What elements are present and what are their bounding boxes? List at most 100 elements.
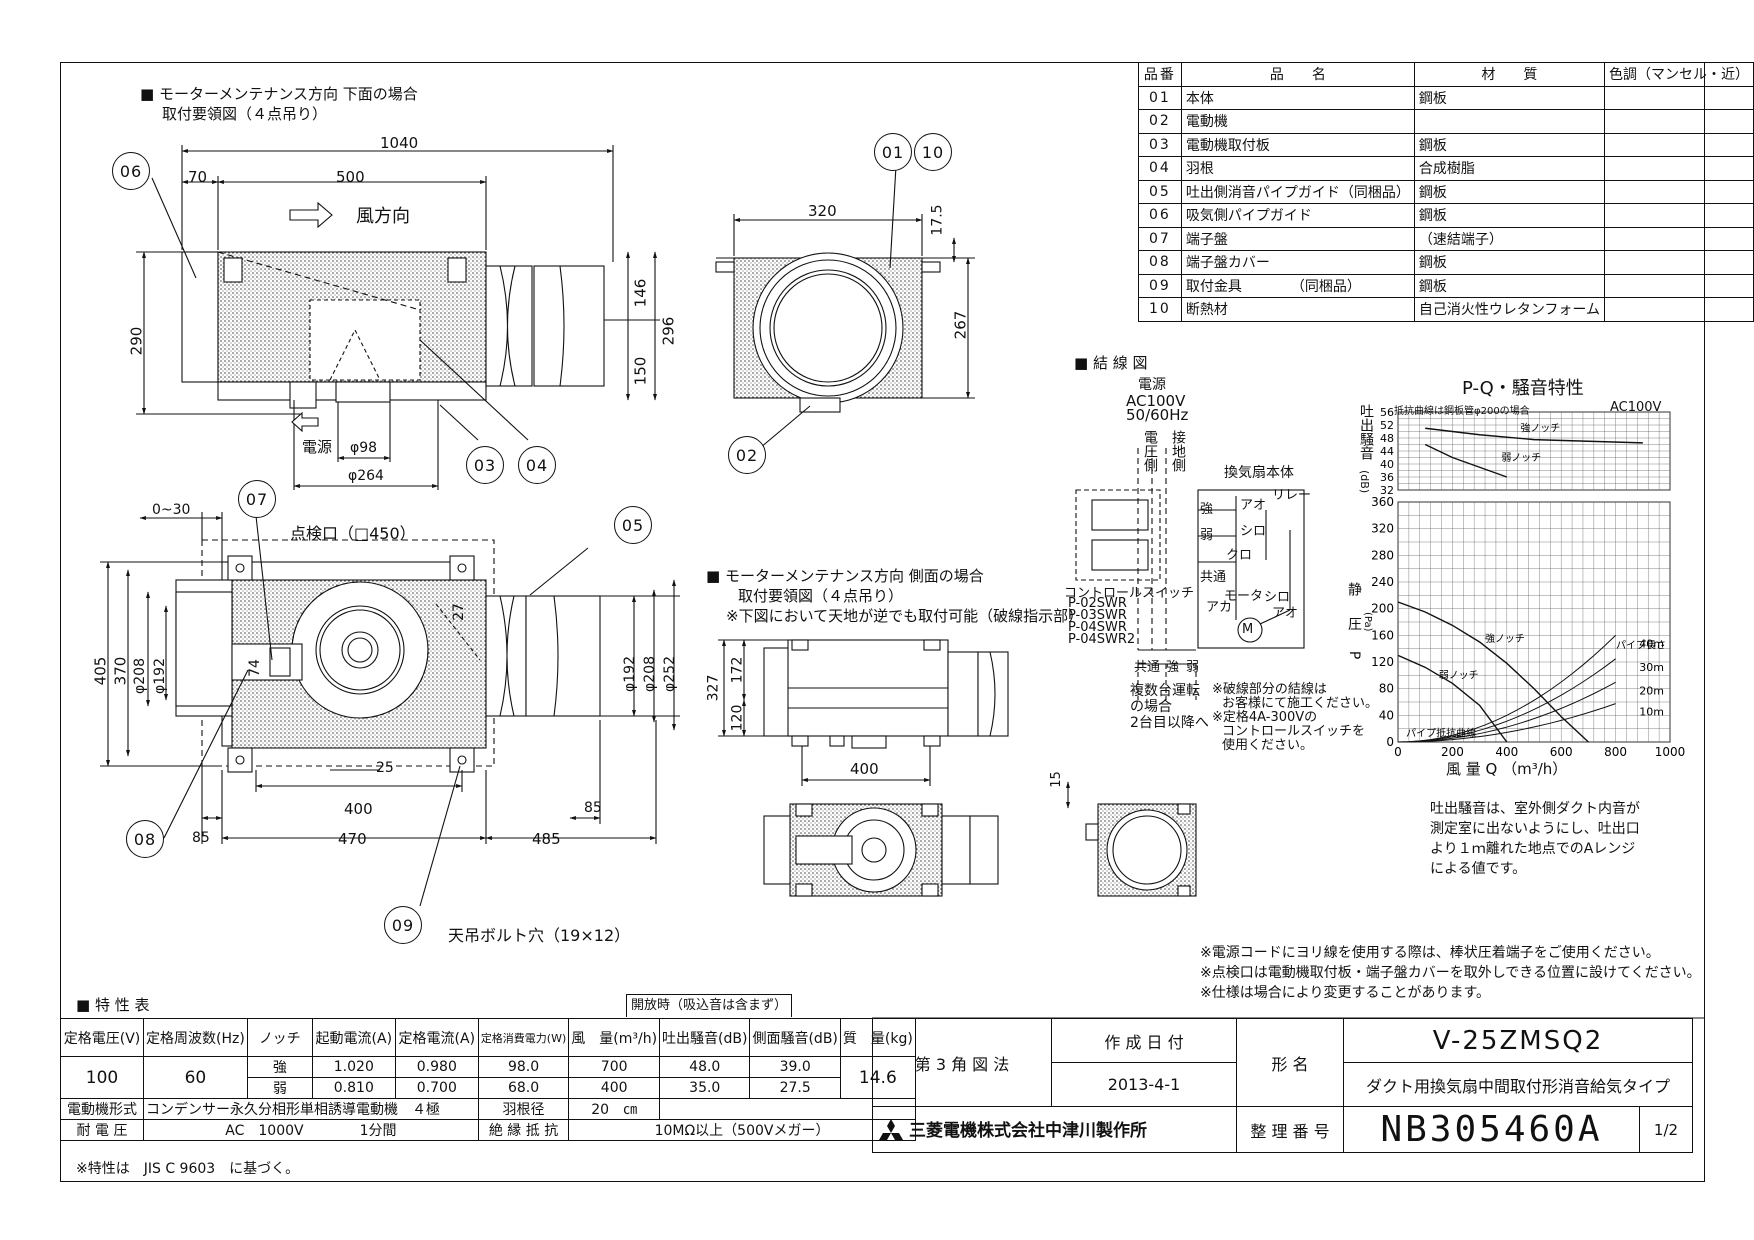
series-label: 弱ノッチ xyxy=(1501,452,1541,464)
spec-title: ■ 特 性 表 xyxy=(76,996,150,1014)
company-cell: 三菱電機株式会社中津川製作所 xyxy=(872,1106,1237,1153)
dim-phi192: φ192 xyxy=(151,658,168,694)
dim-400-side: 400 xyxy=(850,760,879,778)
footer-note: ※点検口は電動機取付板・端子盤カバーを取外しできる位置に設けてください。 xyxy=(1200,965,1701,981)
series-line-noise xyxy=(1424,443,1508,478)
spec-table: 定格電圧(V) 定格周波数(Hz) ノッチ 起動電流(A) 定格電流(A) 定格… xyxy=(60,1018,916,1141)
dim-146: 146 xyxy=(631,278,650,308)
dim-85-right: 85 xyxy=(584,800,602,816)
x-tick-label: 200 xyxy=(1441,745,1464,759)
y-tick-label: 320 xyxy=(1371,522,1394,536)
wiring-note: お客様にて施工ください。 xyxy=(1222,696,1379,711)
switch-title: コントロールスイッチ xyxy=(1064,586,1195,601)
wiring-relay: リレー xyxy=(1272,488,1312,503)
wire-shiro2: シロ xyxy=(1264,590,1291,605)
chart-note: 吐出騒音は、室外側ダクト内音が xyxy=(1430,801,1640,817)
series-label: 強ノッチ xyxy=(1485,632,1525,645)
chart-noise-unit: (dB) xyxy=(1358,470,1371,494)
y-tick-label: 160 xyxy=(1371,628,1394,642)
wiring-hz: 50/60Hz xyxy=(1126,406,1189,424)
y-tick-label: 280 xyxy=(1371,548,1394,562)
series-line-noise xyxy=(1425,427,1643,444)
dim-17-5: 17.5 xyxy=(929,204,946,236)
wiring-note: ※定格4A-300Vの xyxy=(1212,710,1318,725)
bubble-10: 10 xyxy=(914,133,952,171)
pipe-length-label: 30m xyxy=(1639,661,1664,674)
switch-model: P-04SWR2 xyxy=(1068,632,1136,647)
dim-85-left: 85 xyxy=(192,830,210,846)
dim-405: 405 xyxy=(91,656,110,686)
multi-line: 複数台運転 xyxy=(1130,683,1200,699)
series-label: 強ノッチ xyxy=(1520,422,1560,435)
dim-74: 74 xyxy=(246,659,263,677)
dim-500: 500 xyxy=(336,168,365,186)
chart-noise-label: 吐出騒音 xyxy=(1358,404,1374,460)
drawing-frame xyxy=(60,62,1705,1182)
multi-line: 2台目以降へ xyxy=(1130,715,1209,731)
model-number: V-25ZMSQ2 xyxy=(1343,1018,1693,1063)
view-bottom xyxy=(136,145,660,490)
side-view-sub: 取付要領図（４点吊り） xyxy=(738,587,904,605)
drawing-number: NB305460A xyxy=(1343,1106,1640,1153)
x-tick-label: 800 xyxy=(1604,745,1627,759)
wire-bottom-strong: 強 xyxy=(1166,660,1180,675)
chart-title: P-Q・騒音特性 xyxy=(1462,378,1584,399)
dim-phi264: φ264 xyxy=(348,468,384,484)
chart-subtitle: AC100V xyxy=(1610,400,1662,415)
wire-common-term: 共通 xyxy=(1200,570,1227,585)
title-block: 第 3 角 図 法 作 成 日 付 形 名 V-25ZMSQ2 2013-4-1… xyxy=(872,1018,1693,1153)
y-tick-label: 40 xyxy=(1379,708,1394,722)
dim-phi208-right: φ208 xyxy=(641,656,658,692)
wire-bottom-weak: 弱 xyxy=(1186,660,1200,675)
dim-phi208: φ208 xyxy=(131,658,148,694)
view-side xyxy=(718,639,1197,897)
bolt-hole-label: 天吊ボルト穴（19×12） xyxy=(448,926,631,945)
pipe-length-label: 40m xyxy=(1639,637,1664,650)
y-tick-label: 200 xyxy=(1371,602,1394,616)
dim-0-30: 0~30 xyxy=(152,502,191,518)
noise-tick-label: 44 xyxy=(1380,445,1394,458)
noise-tick-label: 32 xyxy=(1380,484,1394,497)
bubble-03: 03 xyxy=(466,446,504,484)
bubble-09: 09 xyxy=(384,906,422,944)
wire-weak-term: 弱 xyxy=(1200,528,1214,543)
dim-267: 267 xyxy=(951,310,970,340)
y-tick-label: 0 xyxy=(1386,735,1394,749)
dim-400: 400 xyxy=(344,800,373,818)
bubble-06: 06 xyxy=(112,152,150,190)
wiring-title: ■ 結 線 図 xyxy=(1074,354,1148,372)
x-tick-label: 400 xyxy=(1495,745,1518,759)
wire-ao2: アオ xyxy=(1272,606,1299,621)
dim-1040: 1040 xyxy=(380,134,419,152)
bubble-01: 01 xyxy=(874,133,912,171)
dim-290: 290 xyxy=(127,326,146,356)
dim-27: 27 xyxy=(450,603,467,621)
dim-172: 172 xyxy=(729,656,746,684)
wire-shiro: シロ xyxy=(1240,524,1267,539)
noise-tick-label: 40 xyxy=(1380,458,1394,471)
footer-note: ※電源コードにヨリ線を使用する際は、棒状圧着端子をご使用ください。 xyxy=(1200,945,1660,961)
parts-header: 品番 品 名 材 質 色調（マンセル・近） xyxy=(1138,62,1754,87)
wiring-note: 使用ください。 xyxy=(1222,738,1314,753)
x-tick-label: 0 xyxy=(1394,745,1402,759)
noise-tick-label: 48 xyxy=(1380,432,1394,445)
bubble-07: 07 xyxy=(238,480,276,518)
wiring-note: ※破線部分の結線は xyxy=(1212,682,1327,697)
wiring-source: 電源 xyxy=(1138,377,1166,393)
y-tick-label: 120 xyxy=(1371,655,1394,669)
wiring-ac: AC100V xyxy=(1126,392,1186,410)
pipe-length-label: 20m xyxy=(1639,684,1664,697)
power-label: 電源 xyxy=(302,438,333,456)
pipe-resist-label: パイプ抵抗曲線 xyxy=(1406,727,1476,740)
dim-485: 485 xyxy=(532,830,561,848)
dim-296: 296 xyxy=(659,316,678,346)
pipe-curve xyxy=(1397,681,1616,743)
dim-phi252: φ252 xyxy=(661,656,678,692)
wire-strong-term: 強 xyxy=(1200,502,1214,517)
switch-model: P-03SWR xyxy=(1068,608,1127,623)
chart-ylabel: 静 圧 P xyxy=(1346,582,1362,668)
